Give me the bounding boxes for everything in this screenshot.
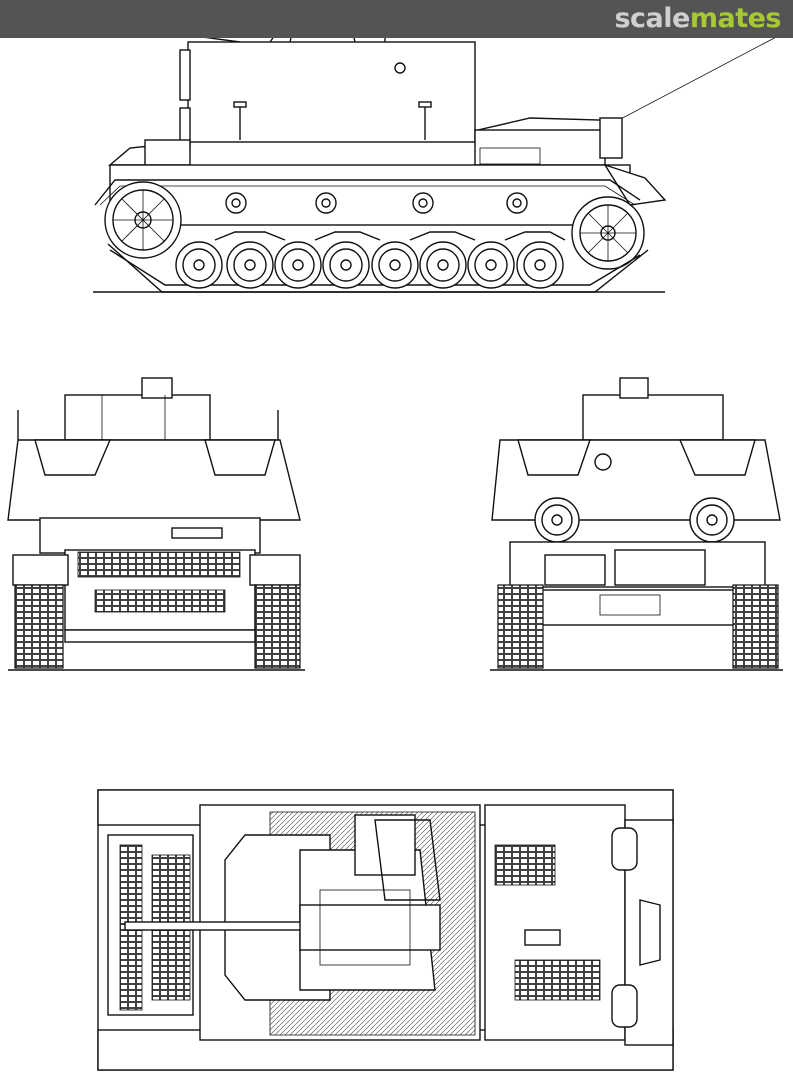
antenna	[614, 38, 776, 123]
engine-deck-top	[484, 804, 626, 1041]
left-track	[497, 584, 544, 669]
top-view	[97, 789, 674, 1071]
scalemates-logo[interactable]: scalemates	[614, 3, 781, 35]
right-track	[732, 584, 779, 669]
gun-barrel-top	[124, 921, 306, 931]
top-banner: scalemates	[0, 0, 793, 38]
side-view	[93, 38, 776, 293]
track-lower-run	[109, 249, 641, 286]
spare-track-links	[77, 551, 241, 578]
road-wheels	[175, 241, 564, 289]
hull	[109, 164, 631, 226]
rear-view	[490, 377, 783, 671]
track-upper-run	[94, 179, 641, 206]
right-track	[254, 584, 301, 669]
left-track	[14, 584, 64, 669]
logo-text-scale: scale	[614, 3, 690, 34]
vehicle-line-drawing	[7, 38, 783, 1071]
front-view	[7, 377, 305, 671]
logo-text-mates: mates	[689, 3, 782, 34]
fighting-compartment	[187, 41, 476, 143]
